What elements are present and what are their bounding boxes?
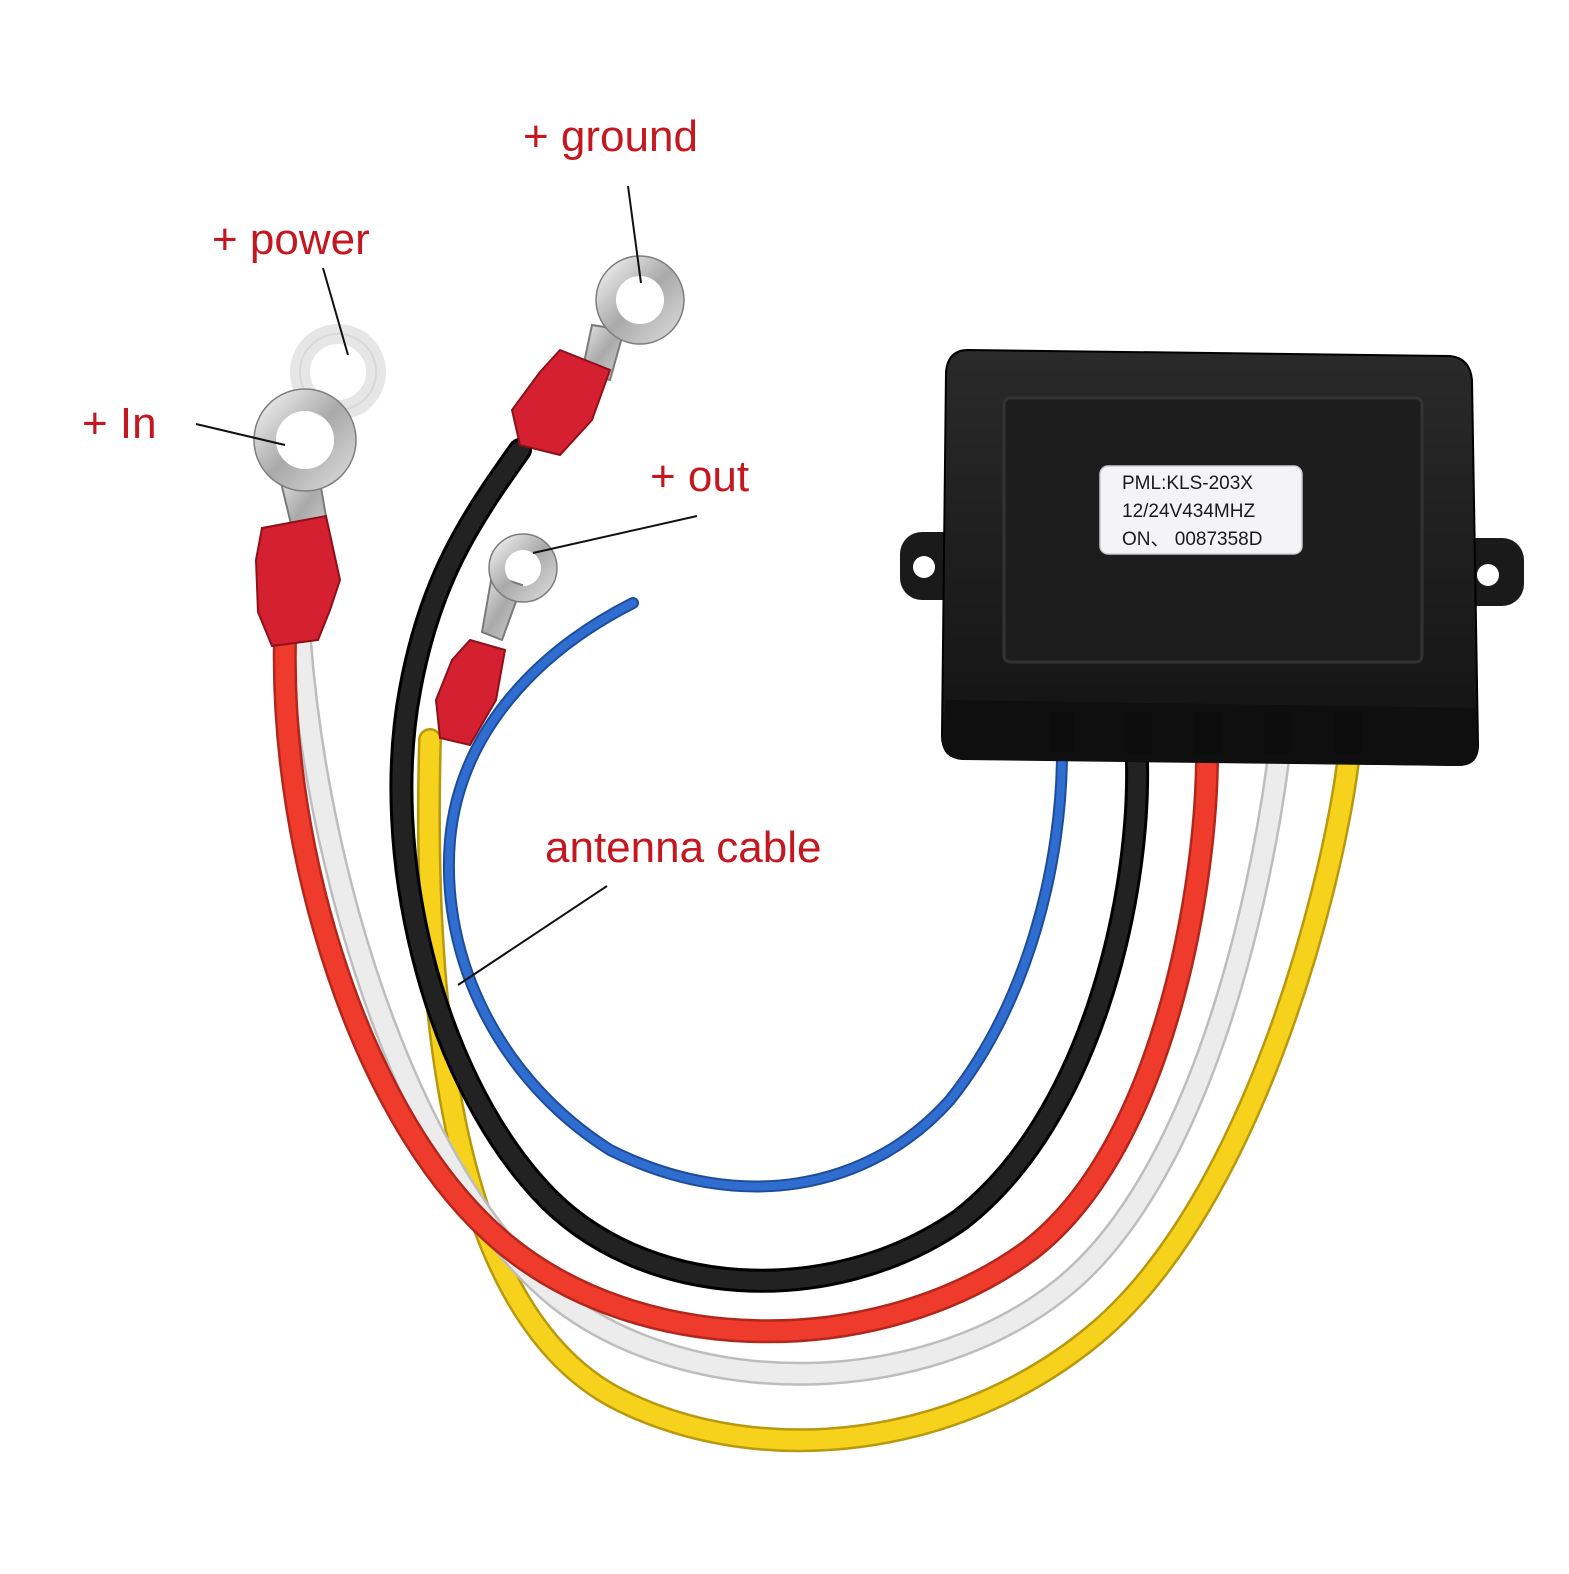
out-callout: + out [650,452,750,501]
wire-bundle [272,438,1360,1453]
power-leader-line [322,267,349,356]
model-label-sticker: PML:KLS-203X 12/24V434MHZ ON、 0087358D [1099,465,1303,555]
antenna-callout: antenna cable [545,823,822,872]
in-leader-line [195,423,286,446]
in-callout: + In [82,399,157,448]
out-leader-line [532,515,698,554]
model-label-line3: ON、 0087358D [1122,529,1262,550]
out-ring-terminal [434,533,558,747]
model-label-line1: PML:KLS-203X [1122,473,1253,494]
model-label-line2: 12/24V434MHZ [1122,501,1255,522]
ground-leader-line [627,185,642,284]
receiver-module: PML:KLS-203X 12/24V434MHZ ON、 0087358D [900,348,1524,767]
ground-ring-terminal [510,255,685,457]
in-ring-terminal [253,388,357,648]
ground-callout: + ground [523,112,698,161]
power-callout: + power [212,215,370,264]
leader-lines [195,185,698,986]
antenna-leader-line [457,885,608,986]
